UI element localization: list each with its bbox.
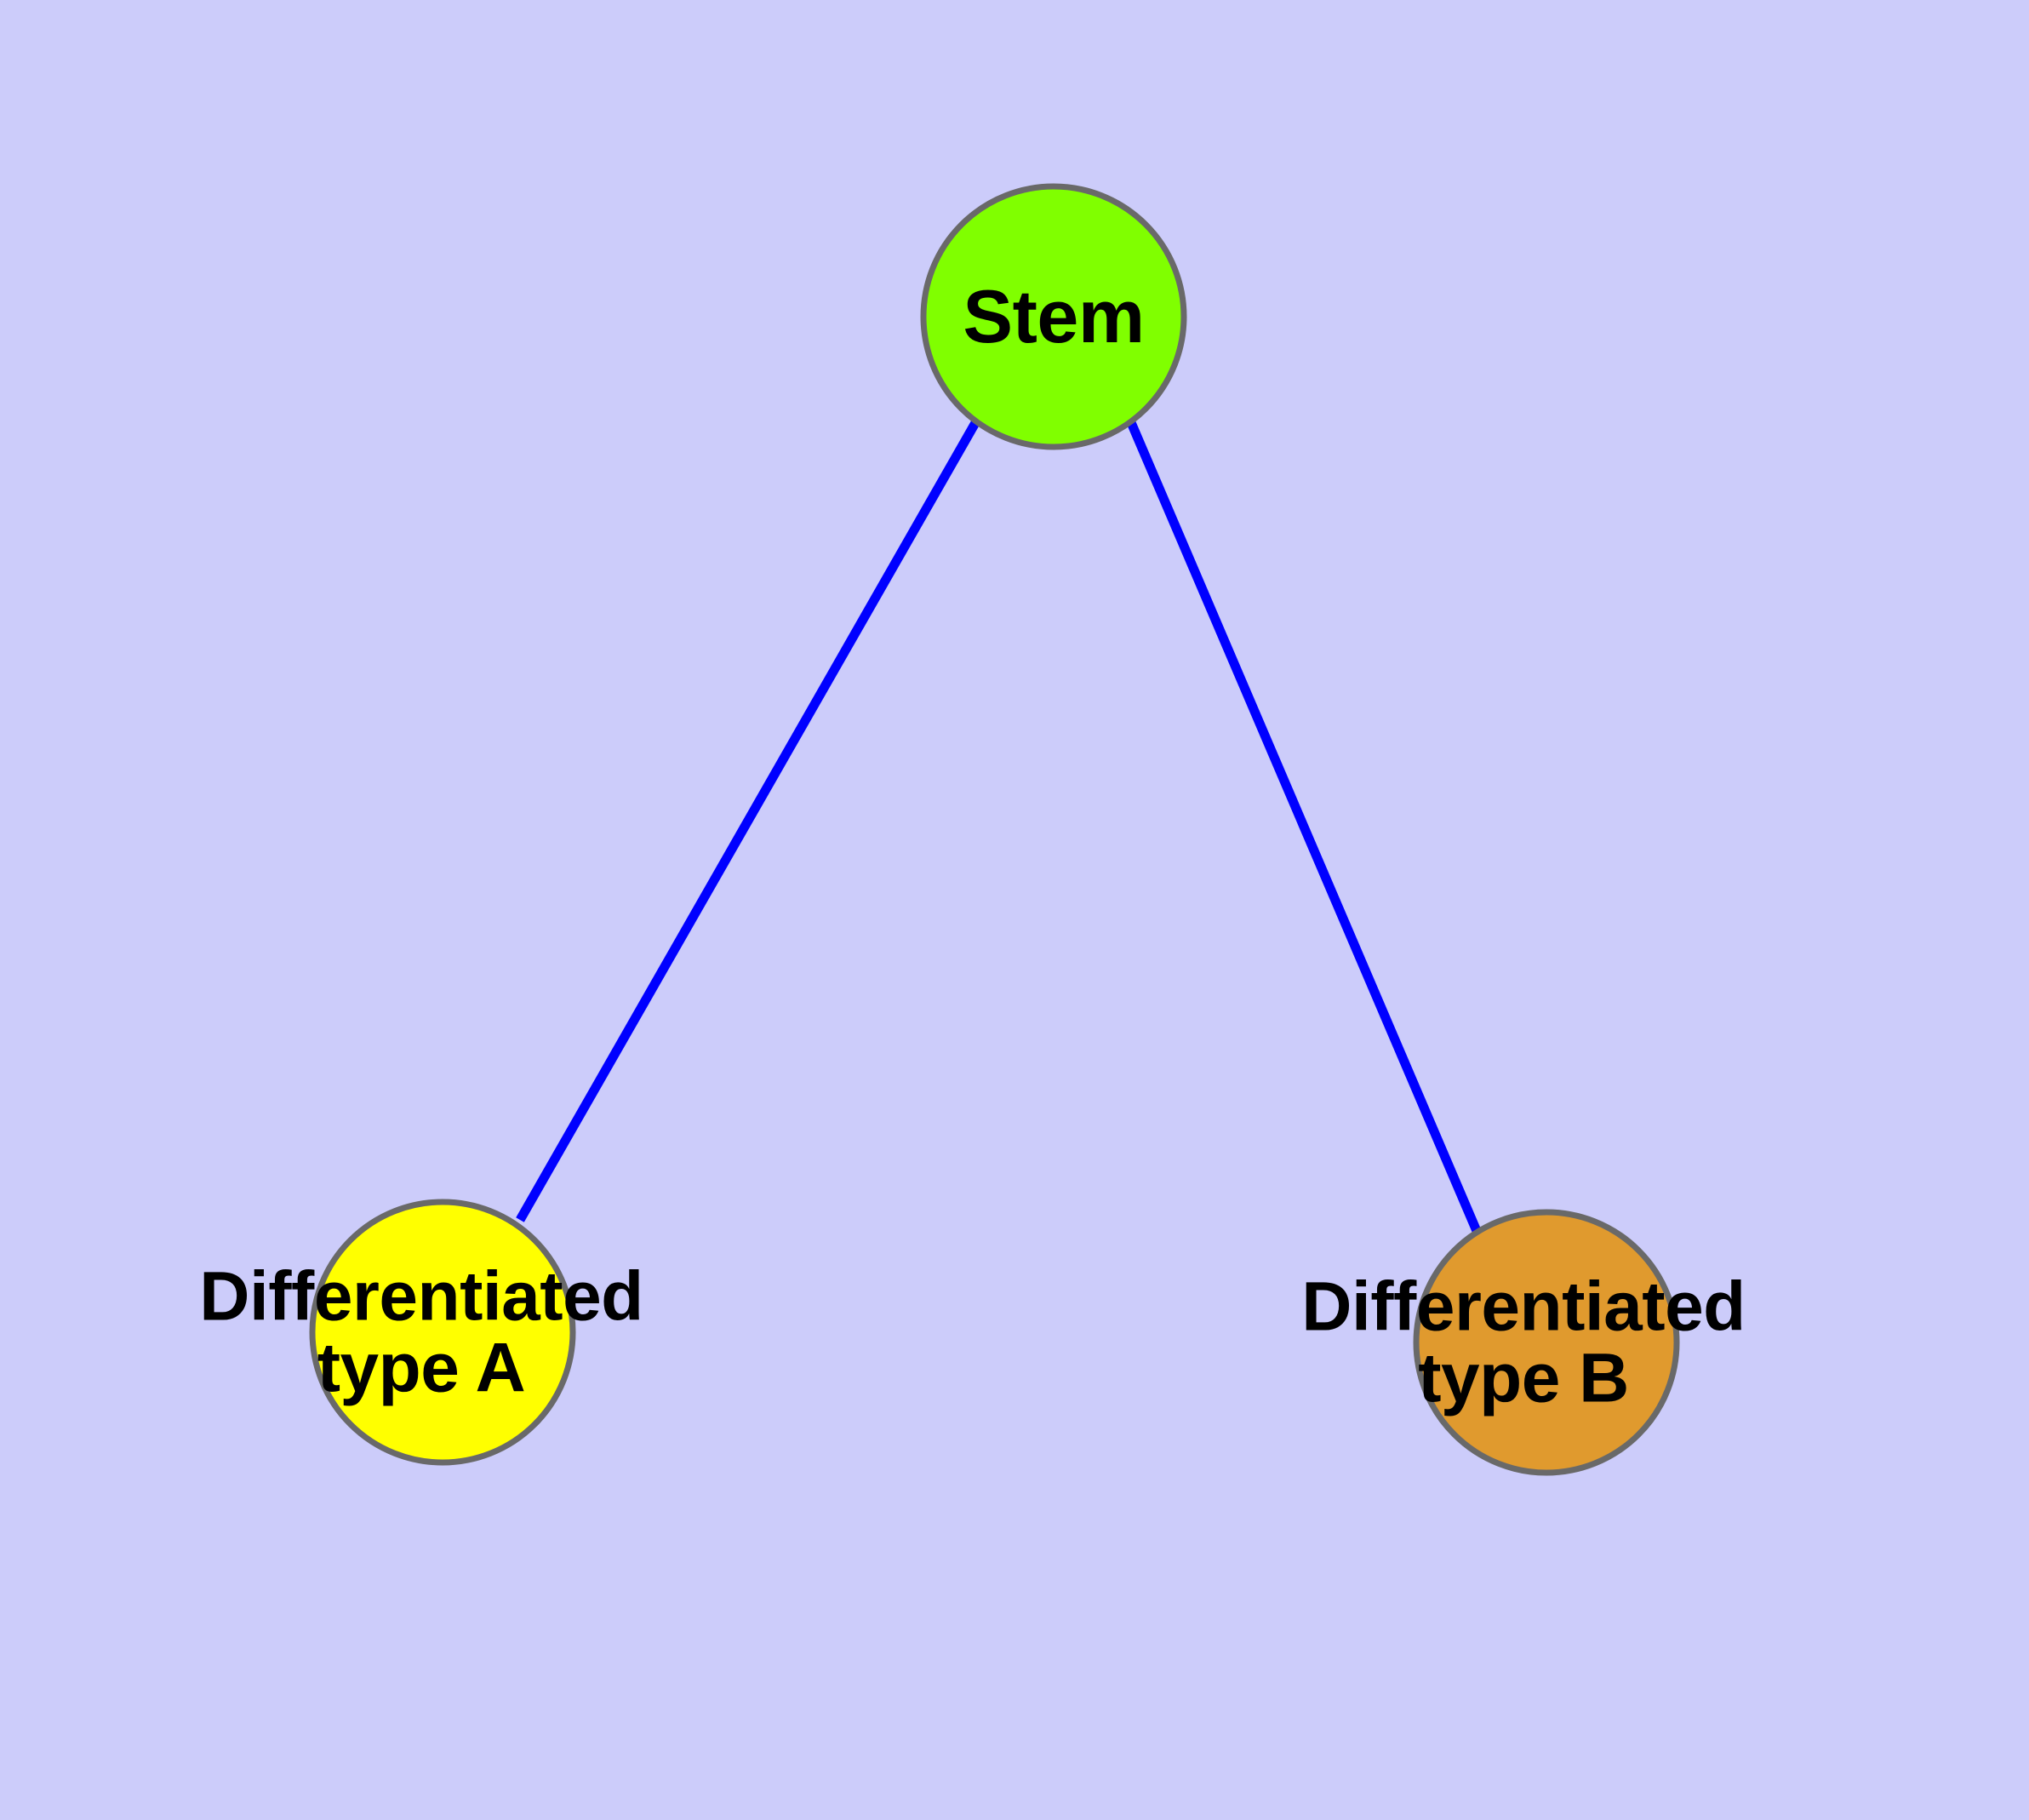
node-stem[interactable] <box>920 183 1187 450</box>
edge-stem-to-diff-a[interactable] <box>516 419 980 1222</box>
edge-stem-to-diff-b[interactable] <box>1125 418 1482 1233</box>
node-differentiated-type-a[interactable] <box>309 1199 576 1466</box>
node-differentiated-type-b[interactable] <box>1413 1209 1680 1476</box>
node-layer <box>309 183 1680 1476</box>
edge-layer <box>516 418 1482 1233</box>
